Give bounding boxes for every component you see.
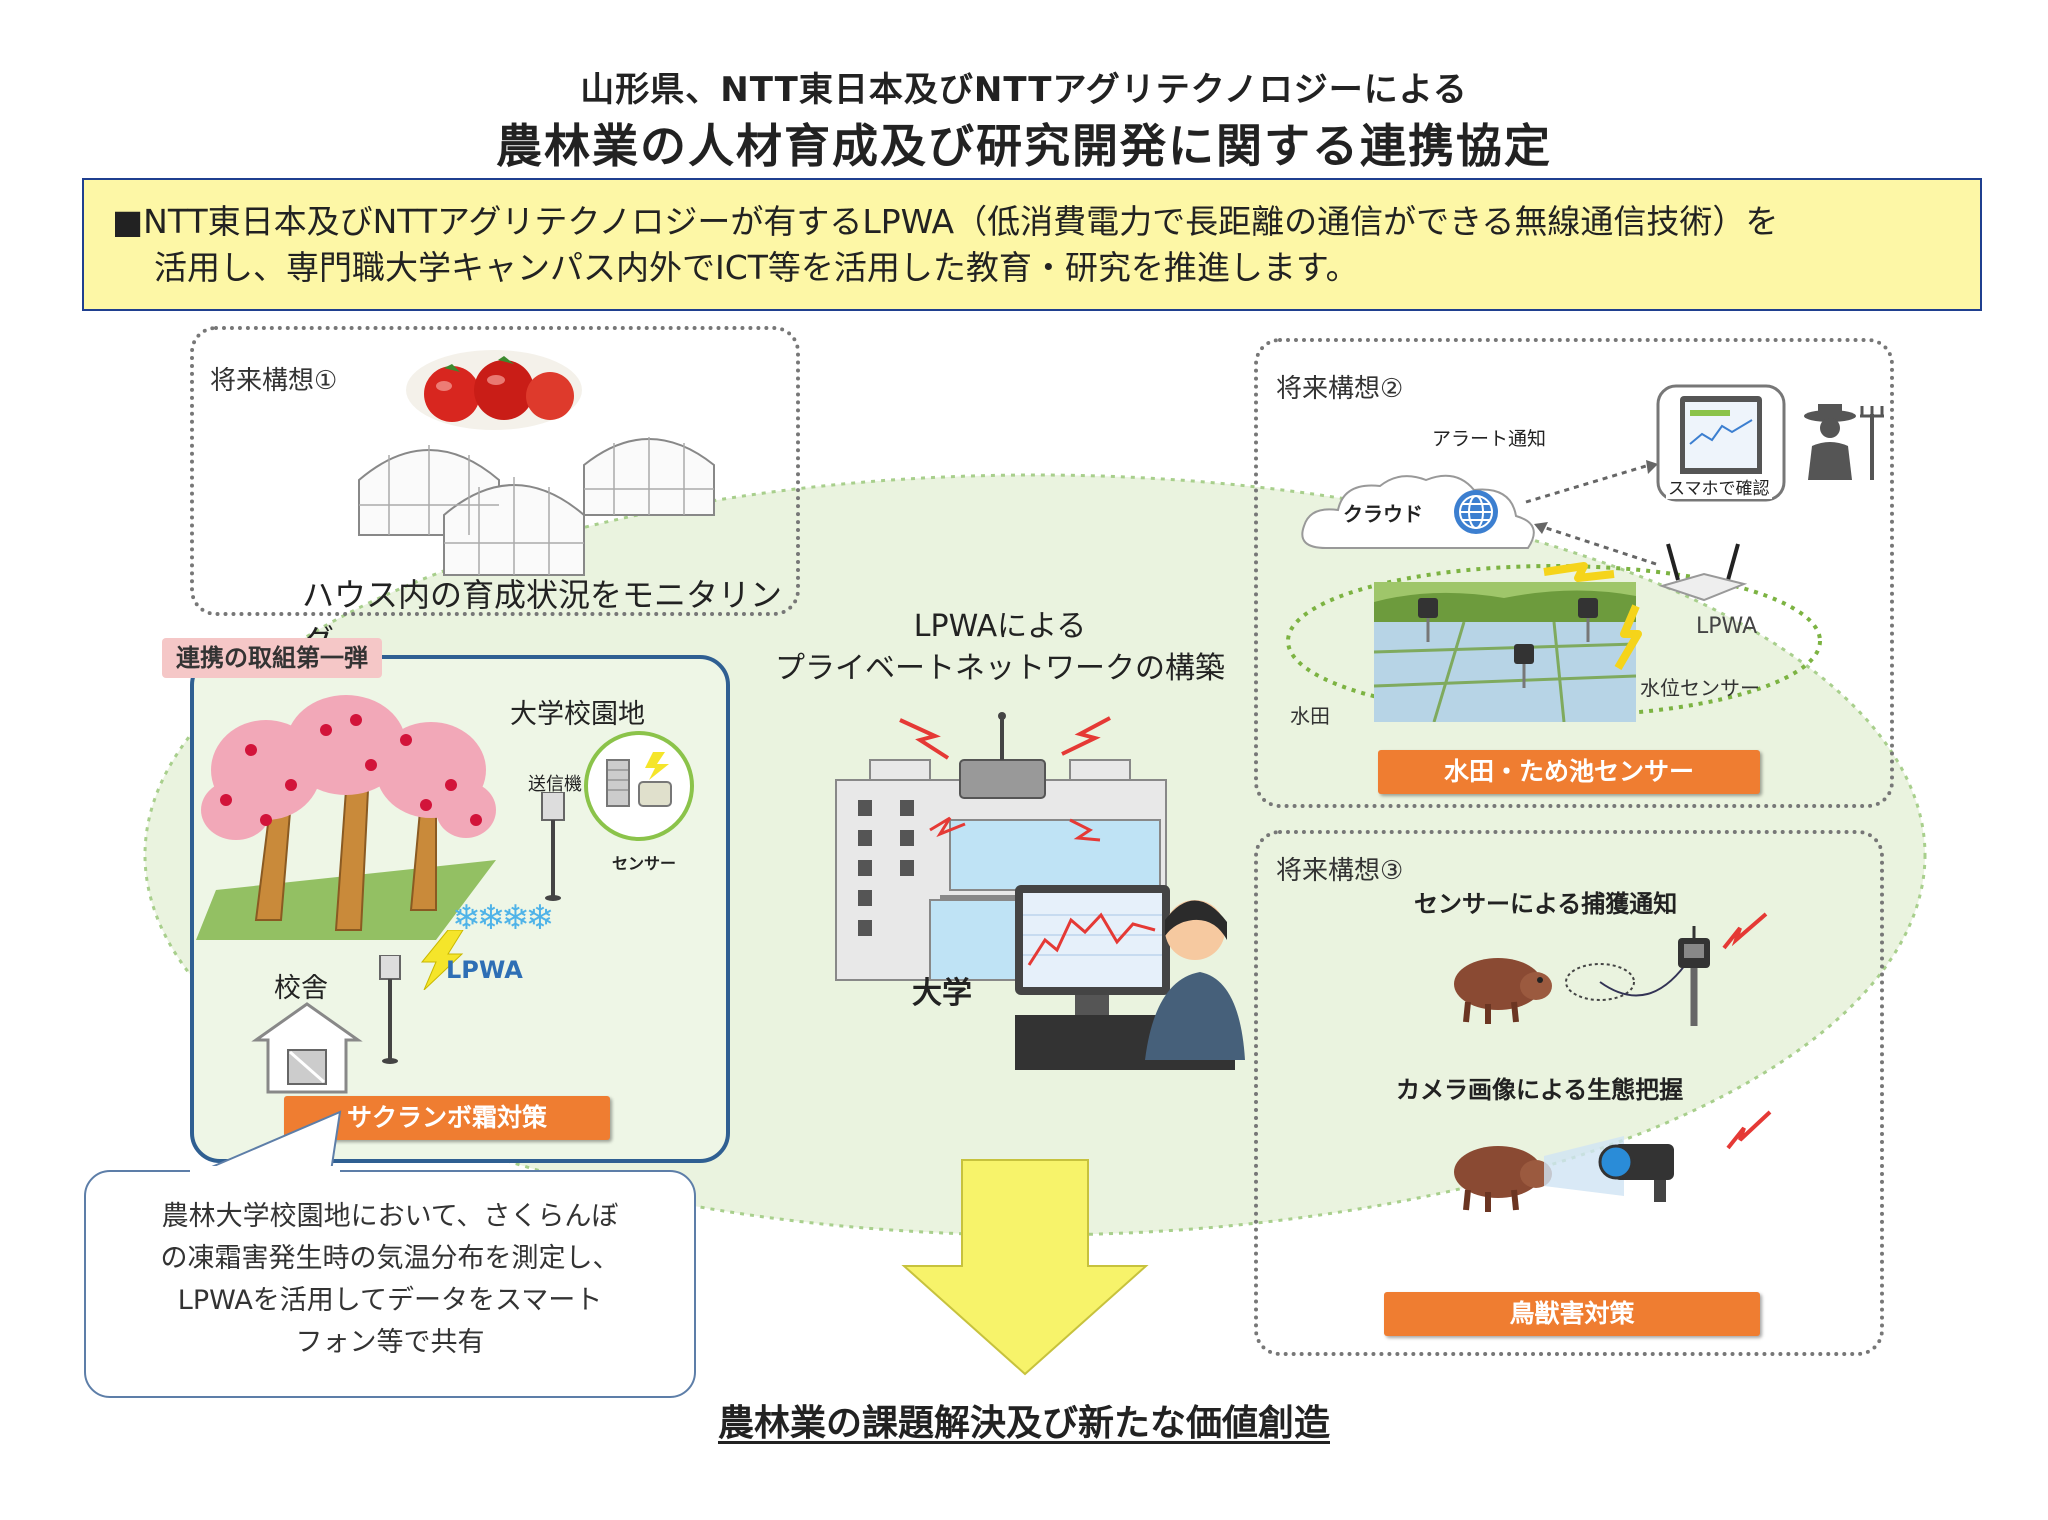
network-caption-line-1: LPWAによる: [913, 609, 1087, 644]
paddy-label: 水田: [1290, 704, 1330, 728]
cloud-icon: [1301, 474, 1535, 549]
page-title: 農林業の人材育成及び研究開発に関する連携協定: [496, 119, 1552, 173]
summary-line-1: ■NTT東日本及びNTTアグリテクノロジーが有するLPWA（低消費電力で長距離の…: [112, 202, 1779, 241]
callout-line-1: 農林大学校園地において、さくらんぼ: [161, 1201, 619, 1232]
lpwa-lightning-icon: [1543, 562, 1642, 670]
conclusion-text: 農林業の課題解決及び新たな価値創造: [717, 1403, 1330, 1444]
future2-lpwa-label: LPWA: [1696, 614, 1758, 639]
gateway-icon: [1658, 543, 1748, 602]
down-arrow-icon: [901, 1159, 1149, 1376]
snowflake-icon: ❄❄❄❄: [452, 898, 554, 938]
notify-arrow: [1525, 460, 1658, 504]
callout-line-4: フォン等で共有: [295, 1327, 485, 1358]
upload-arrow: [1534, 522, 1657, 566]
callout-line-2: の凍霜害発生時の気温分布を測定し、: [160, 1243, 620, 1274]
tomato-icon: [406, 350, 582, 430]
school-building-icon: [251, 1002, 363, 1094]
camera-signal-icon: [1726, 1110, 1772, 1150]
paddy-sensor-button[interactable]: 水田・ため池センサー: [1378, 750, 1760, 794]
school-transmitter-icon: [379, 955, 401, 1064]
sensor-icon: [584, 731, 694, 841]
camera-ecology-label: カメラ画像による生態把握: [1396, 1076, 1684, 1104]
orchard-label: 大学校園地: [510, 699, 645, 730]
future-concept-3-panel: [1254, 830, 1884, 1356]
greenhouse-icon: [358, 437, 715, 576]
researcher-icon: [1015, 885, 1245, 1070]
signal-lightning-icon: [1722, 912, 1768, 950]
future-concept-3-label: 将来構想③: [1276, 856, 1404, 886]
future-concept-2-label: 将来構想②: [1276, 374, 1404, 404]
orchard-lpwa-label: LPWA: [446, 956, 523, 984]
summary-box: ■NTT東日本及びNTTアグリテクノロジーが有するLPWA（低消費電力で長距離の…: [82, 178, 1982, 311]
sensor-label: センサー: [612, 854, 677, 873]
trap-sensor-icon: [1565, 926, 1710, 1026]
university-label: 大学: [912, 976, 972, 1011]
boar-icon: [1454, 958, 1552, 1024]
phone-check-label: スマホで確認: [1666, 474, 1772, 499]
callout-bubble: 農林大学校園地において、さくらんぼ の凍霜害発生時の気温分布を測定し、 LPWA…: [84, 1170, 696, 1398]
first-initiative-badge: 連携の取組第一弾: [162, 638, 382, 678]
smartphone-icon: [1656, 384, 1786, 502]
capture-notify-label: センサーによる捕獲通知: [1414, 890, 1678, 918]
subtitle: 山形県、NTT東日本及びNTTアグリテクノロジーによる: [580, 70, 1468, 110]
wildlife-damage-button[interactable]: 鳥獣害対策: [1384, 1292, 1760, 1336]
summary-line-2: 活用し、専門職大学キャンパス内外でICT等を活用した教育・研究を推進します。: [154, 248, 1359, 287]
network-caption-line-2: プライベートネットワークの構築: [775, 651, 1225, 686]
future-concept-2-panel: [1254, 338, 1894, 808]
farmer-icon: [1804, 404, 1884, 480]
cherry-frost-button[interactable]: サクランボ霜対策: [284, 1096, 610, 1140]
cloud-label: クラウド: [1343, 502, 1423, 526]
network-caption: LPWAによる プライベートネットワークの構築: [770, 606, 1230, 690]
boar-camera-icon: [1454, 1136, 1674, 1212]
paddy-ellipse: [1286, 564, 1822, 718]
transmitter-label: 送信機: [528, 774, 582, 795]
paddy-field-photo: [1374, 582, 1636, 722]
school-label: 校舎: [274, 973, 328, 1004]
conclusion-wrap: 農林業の課題解決及び新たな価値創造: [0, 1394, 2048, 1446]
water-sensor-label: 水位センサー: [1640, 676, 1760, 700]
lightning-icon: [420, 930, 464, 990]
alert-label: アラート通知: [1432, 428, 1547, 450]
future-concept-1-label: 将来構想①: [210, 366, 338, 396]
callout-tail-cover: [190, 1166, 340, 1176]
future-concept-1-panel: 将来構想① ハウス内の育成状況をモニタリング: [190, 326, 800, 660]
callout-line-3: LPWAを活用してデータをスマート: [177, 1285, 603, 1316]
cherry-tree-icon: [196, 695, 496, 940]
transmitter-icon: [541, 792, 565, 901]
